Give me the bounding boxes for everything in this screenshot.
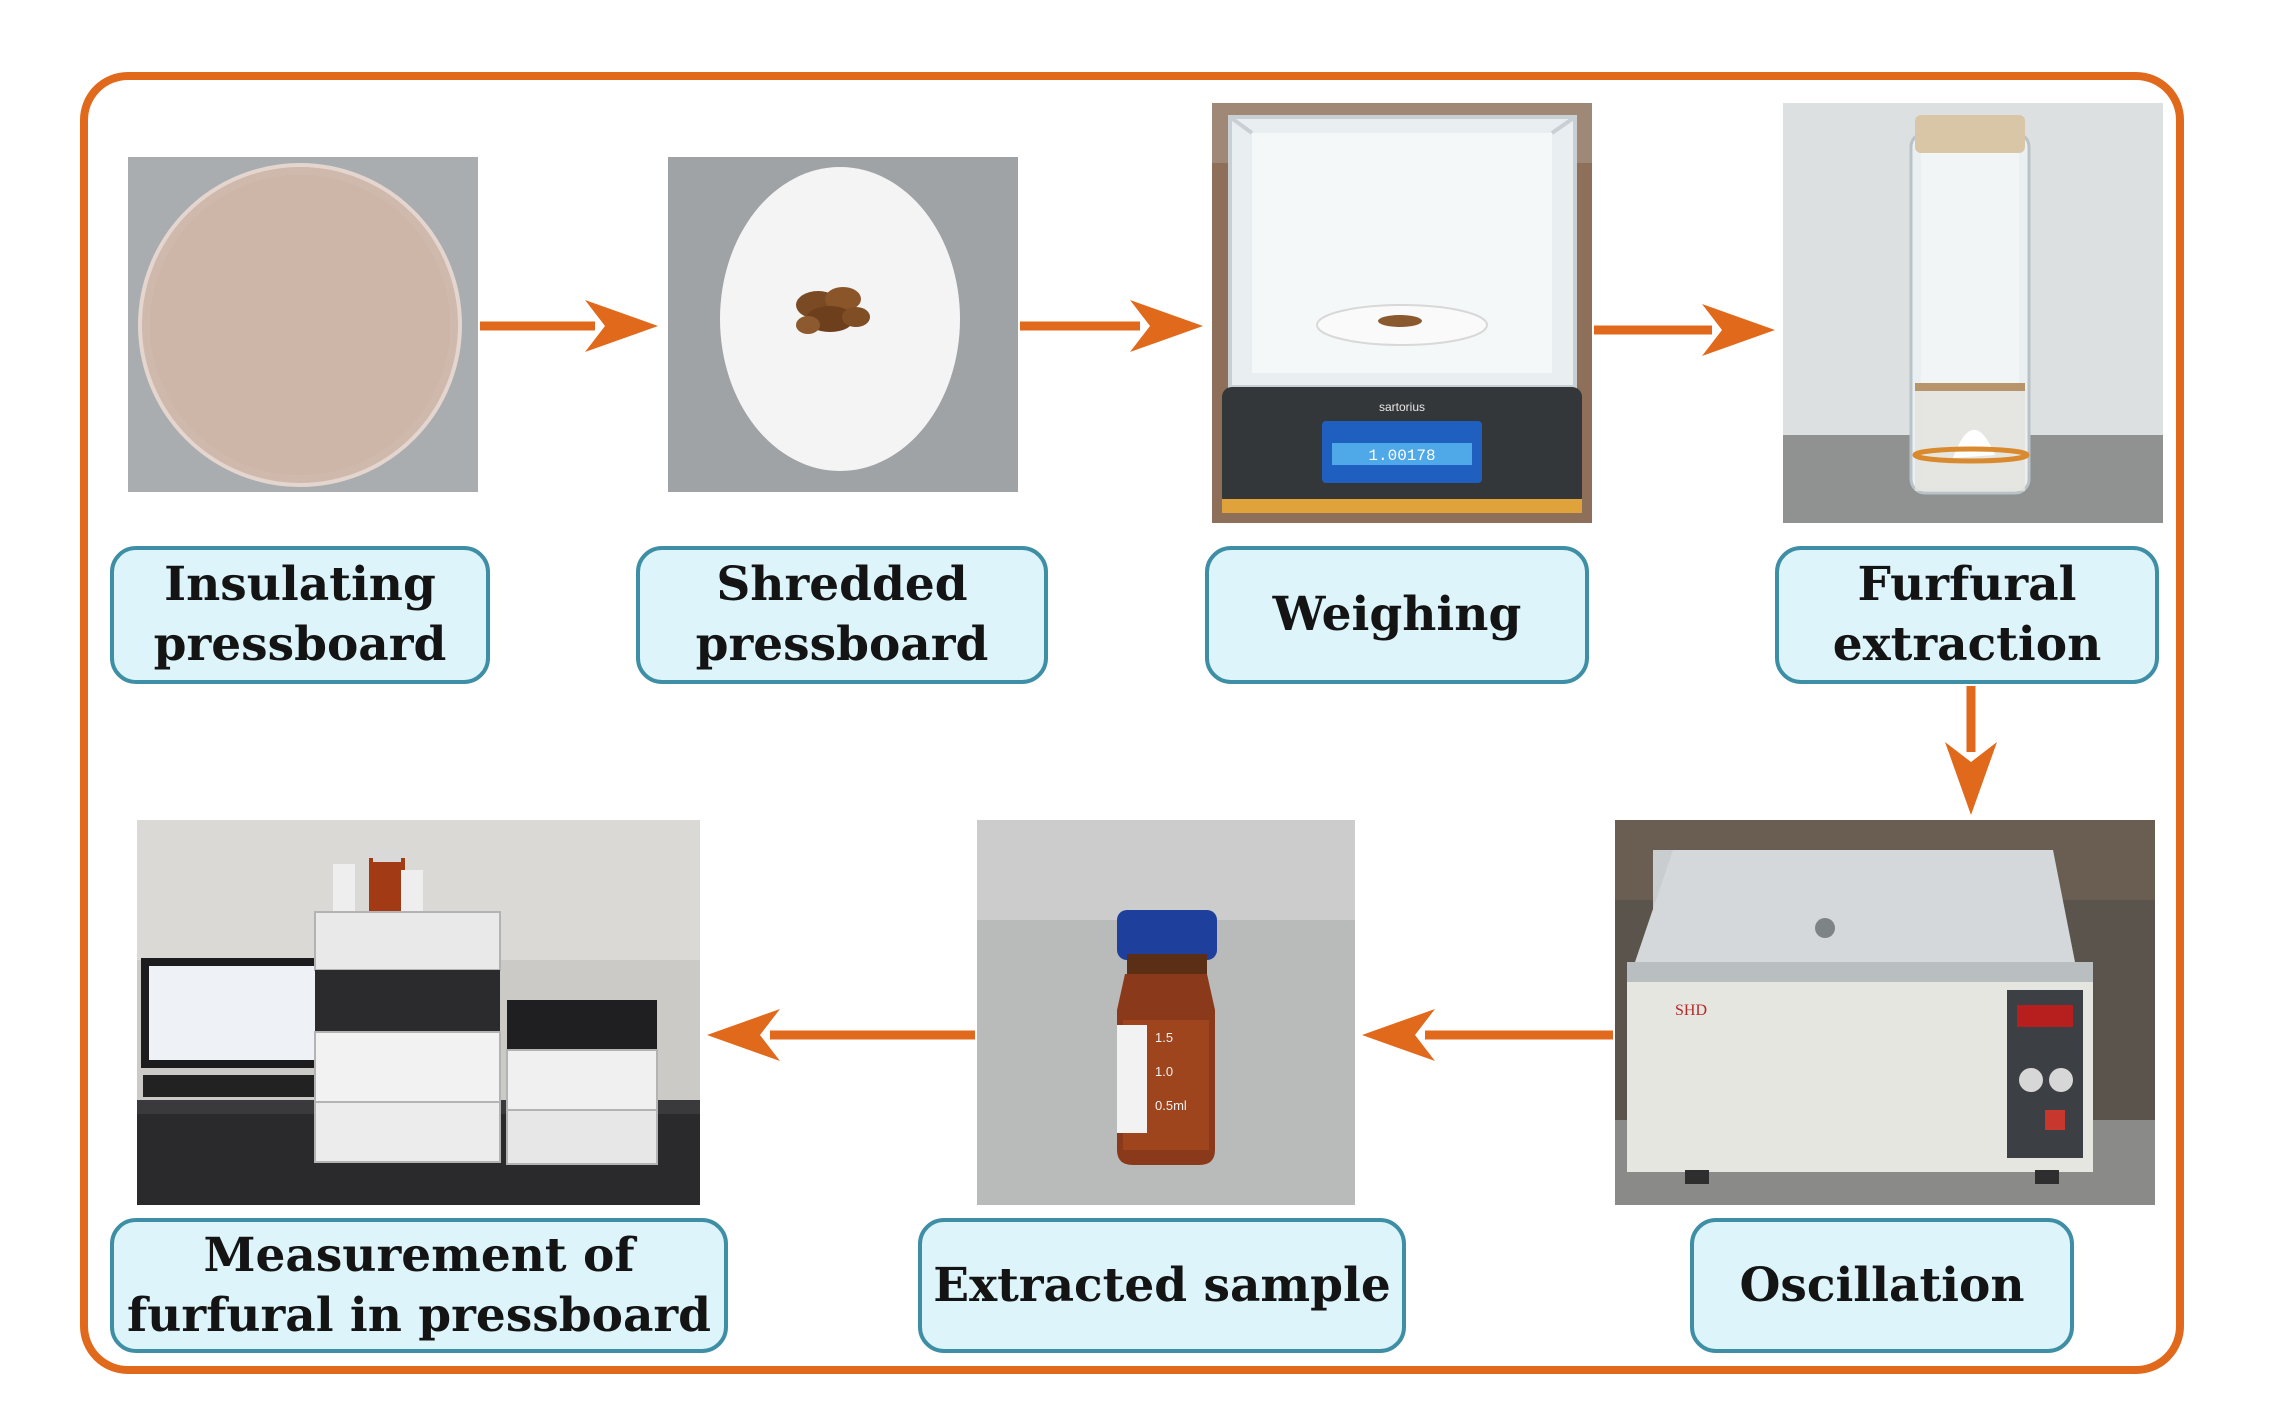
label-line: Weighing [1272,587,1522,642]
process-frame [80,72,2184,1374]
label-line: pressboard [695,617,989,672]
bath-brand-text: SHD [1675,1002,1707,1019]
photo-extracted-sample: 1.5 1.0 0.5ml [977,820,1355,1205]
label-measurement: Measurement of furfural in pressboard [110,1218,728,1353]
label-line: pressboard [153,617,447,672]
label-insulating-pressboard: Insulating pressboard [110,546,490,684]
balance-brand-text: sartorius [1379,400,1425,414]
label-line: Oscillation [1739,1257,2025,1313]
label-line: Measurement of [203,1227,635,1283]
label-line: Shredded [716,557,968,612]
photo-measurement [137,820,700,1205]
label-shredded-pressboard: Shredded pressboard [636,546,1048,684]
label-oscillation: Oscillation [1690,1218,2074,1353]
photo-shredded-pressboard [668,157,1018,492]
label-line: Furfural [1857,557,2077,612]
photo-oscillation: SHD [1615,820,2155,1205]
vial-mark-3: 0.5ml [1155,1098,1187,1113]
vial-mark-1: 1.5 [1155,1030,1173,1045]
label-extracted-sample: Extracted sample [918,1218,1406,1353]
label-furfural-extraction: Furfural extraction [1775,546,2159,684]
balance-reading-text: 1.00178 [1368,447,1435,465]
photo-insulating-pressboard [128,157,478,492]
label-weighing: Weighing [1205,546,1589,684]
label-line: Extracted sample [933,1257,1391,1313]
photo-furfural-extraction [1783,103,2163,523]
label-line: Insulating [164,557,436,612]
vial-mark-2: 1.0 [1155,1064,1173,1079]
photo-weighing: sartorius 1.00178 [1212,103,1592,523]
label-line: furfural in pressboard [126,1287,712,1343]
label-line: extraction [1832,617,2102,672]
